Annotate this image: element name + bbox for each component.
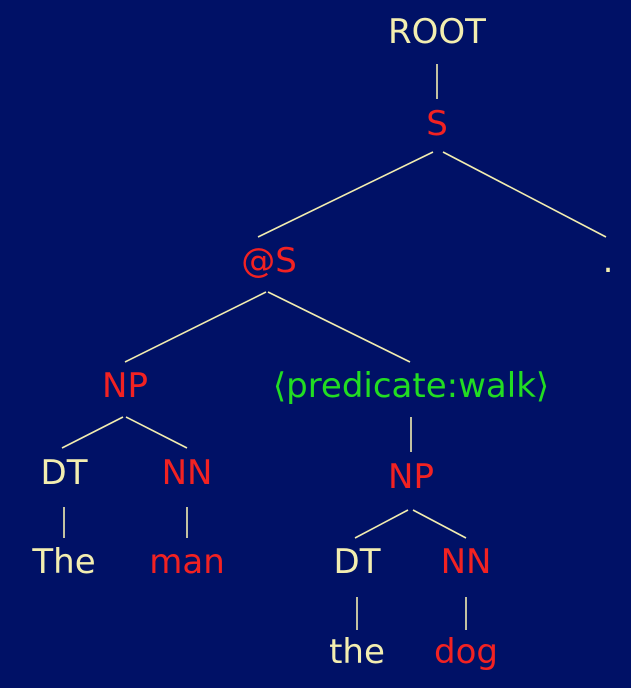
- edge-at-s-predicate: [267, 291, 411, 363]
- node-np-object: NP: [388, 457, 434, 497]
- node-dt-object: DT: [333, 542, 381, 582]
- edge-at-s-np1: [124, 291, 267, 363]
- node-root: ROOT: [388, 12, 486, 52]
- word-man: man: [149, 542, 225, 582]
- node-np-subject: NP: [102, 366, 148, 406]
- node-nn-object: NN: [440, 542, 492, 582]
- edge-s-at-s: [257, 151, 434, 238]
- node-nn-subject: NN: [161, 453, 213, 493]
- node-dt-subject: DT: [40, 453, 88, 493]
- edge-np1-dt1: [61, 416, 124, 449]
- edge-np1-nn1: [125, 416, 188, 449]
- node-period: .: [602, 241, 614, 281]
- edge-np2-nn2: [412, 509, 467, 539]
- node-at-s: @S: [241, 241, 297, 281]
- word-the-subject: The: [32, 542, 96, 582]
- edge-s-period: [442, 151, 607, 238]
- node-s: S: [426, 104, 448, 144]
- edge-np2-dt2: [354, 509, 409, 539]
- word-the-object: the: [329, 632, 385, 672]
- node-predicate-walk: ⟨predicate:walk⟩: [272, 366, 550, 406]
- word-dog: dog: [434, 632, 498, 672]
